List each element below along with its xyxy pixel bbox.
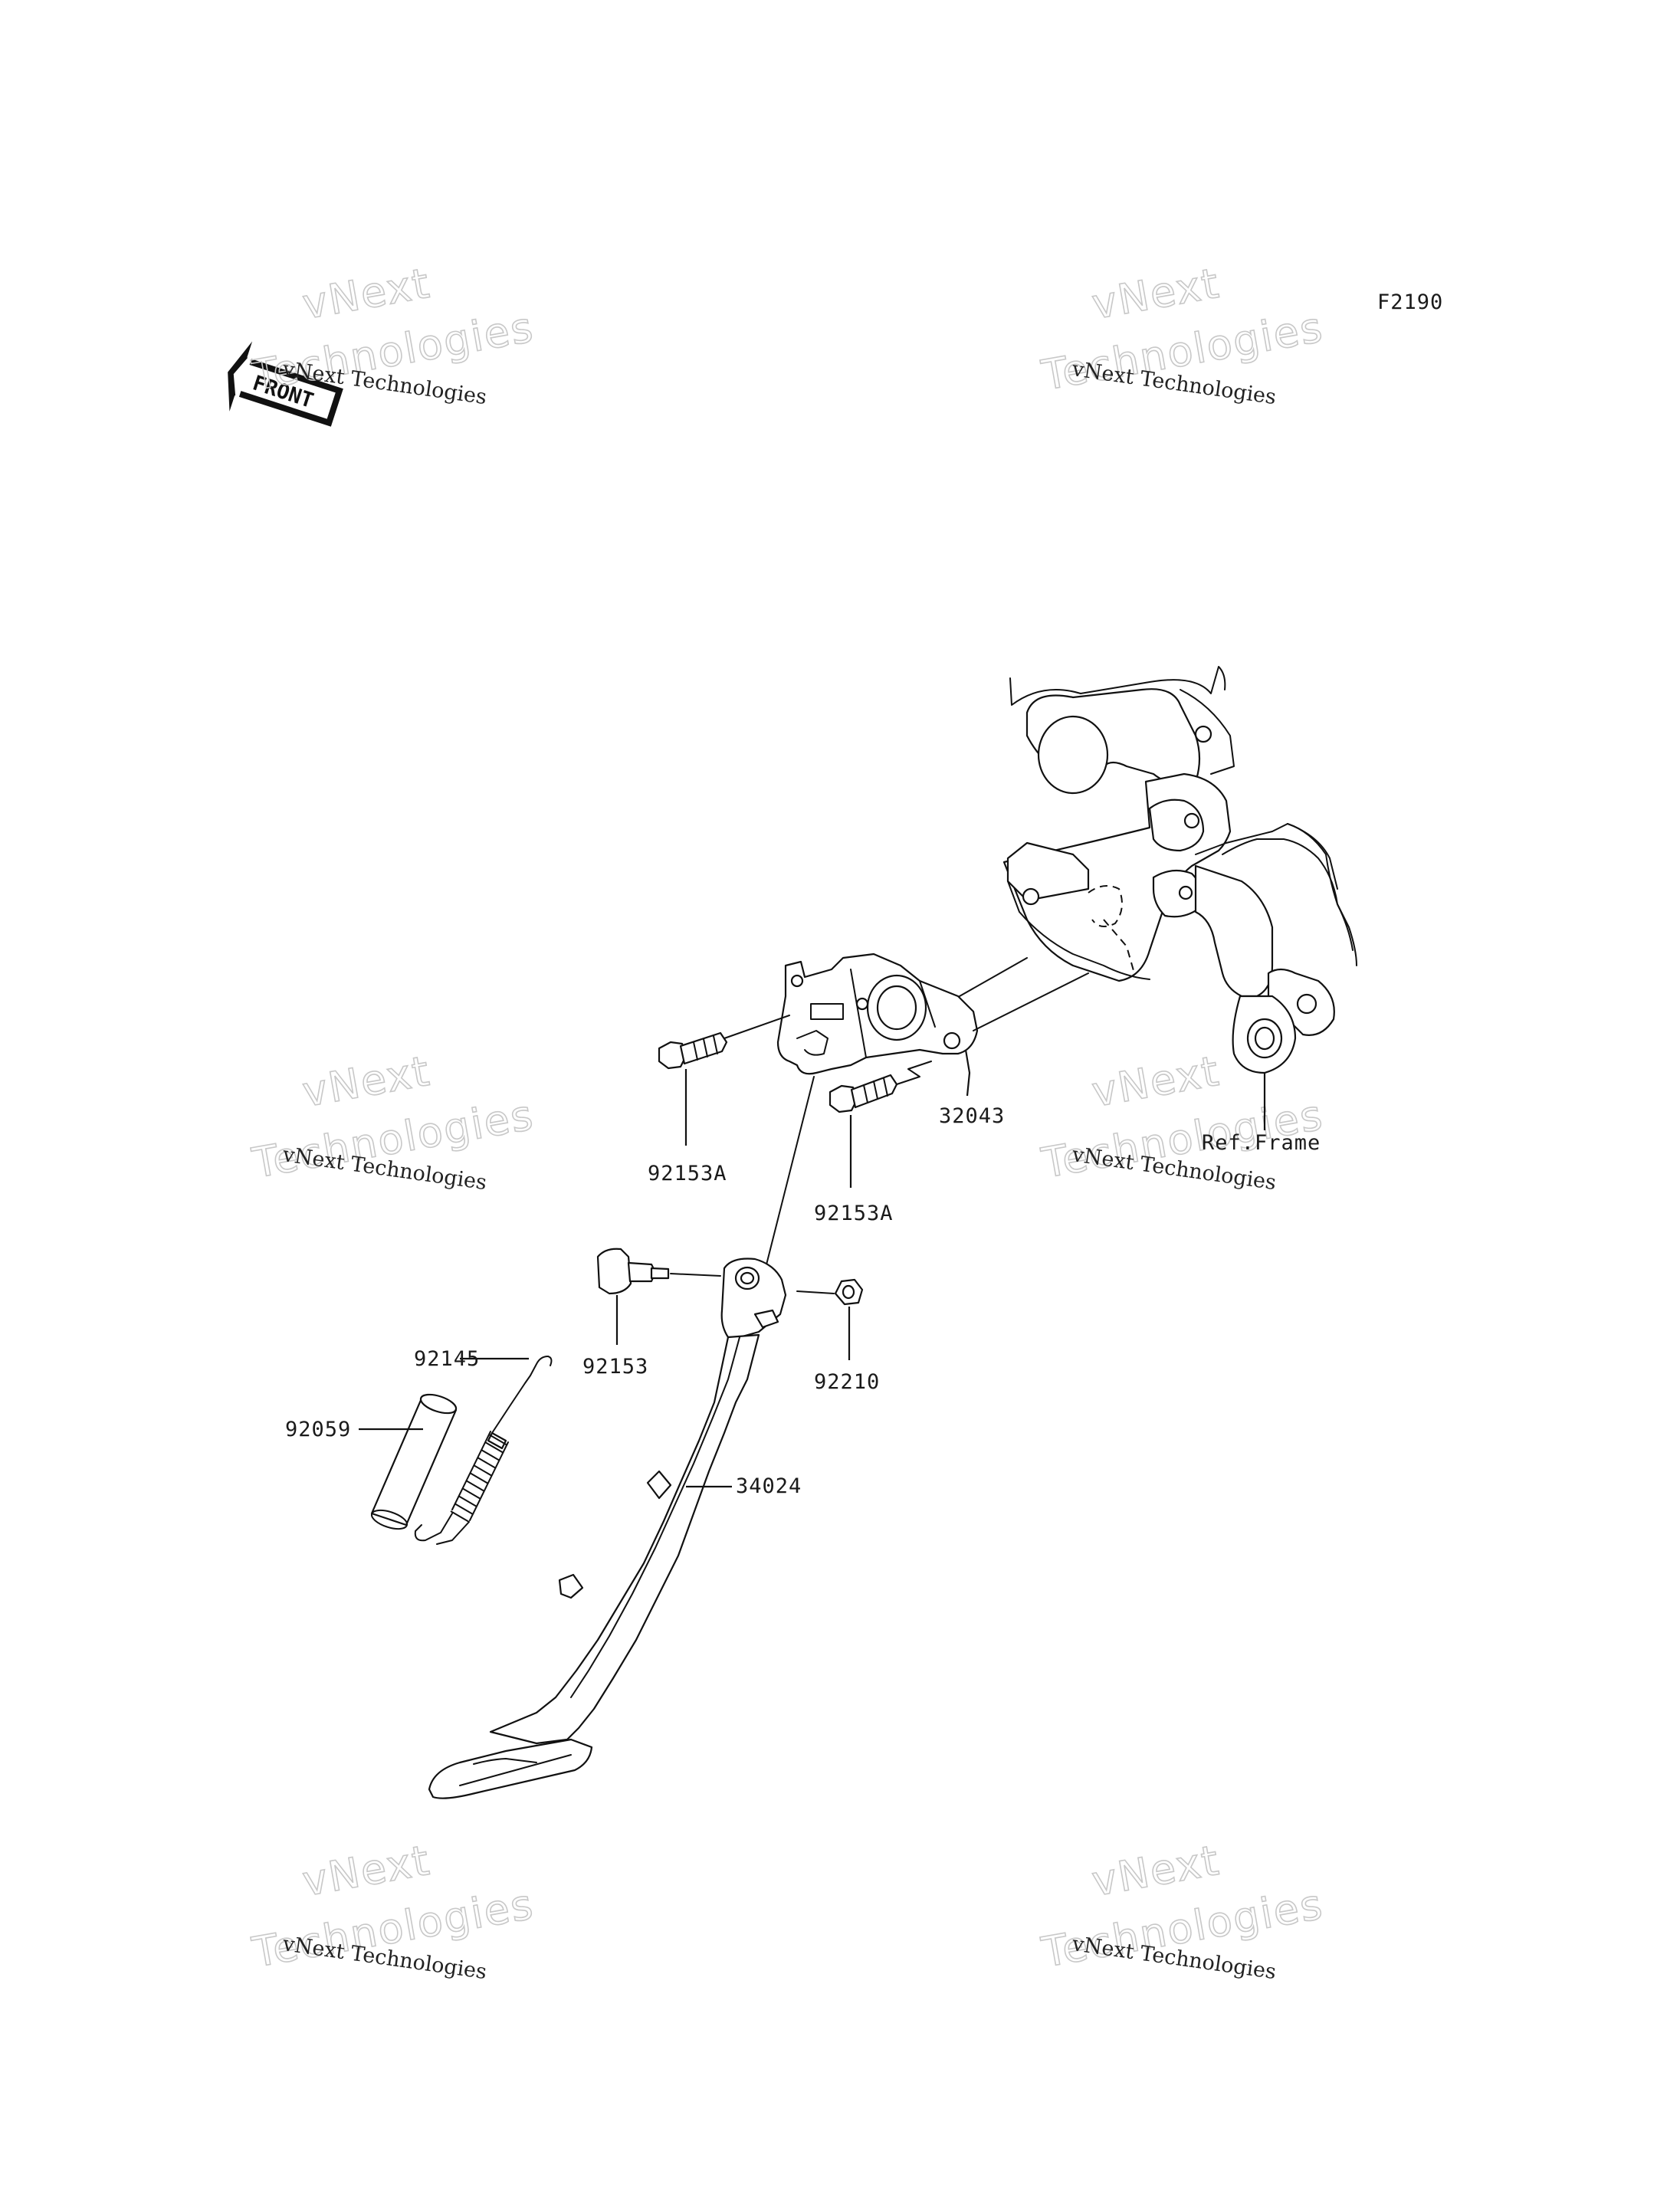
label-92153a-right: 92153A <box>814 1202 894 1225</box>
spring-92145[interactable] <box>414 1356 553 1545</box>
frame-illustration <box>1002 666 1357 1074</box>
label-34024: 34024 <box>736 1474 802 1498</box>
svg-text:vNext: vNext <box>1088 259 1223 329</box>
diagram-code: F2190 <box>1377 290 1443 314</box>
sleeve-92059[interactable] <box>369 1391 458 1533</box>
nut-92210[interactable] <box>834 1278 864 1306</box>
label-92145: 92145 <box>414 1347 480 1371</box>
label-32043: 32043 <box>939 1104 1005 1128</box>
bolt-92153a-left[interactable] <box>658 1031 728 1070</box>
bracket-32043[interactable] <box>776 953 979 1075</box>
side-stand-34024[interactable] <box>428 1258 787 1799</box>
svg-text:vNext: vNext <box>1088 1047 1223 1117</box>
pivot-bolt-92153[interactable] <box>596 1248 670 1295</box>
svg-text:vNext: vNext <box>299 1836 434 1906</box>
svg-text:vNext: vNext <box>299 259 434 329</box>
label-ref-frame: Ref.Frame <box>1202 1131 1321 1155</box>
label-92153a-left: 92153A <box>648 1162 727 1185</box>
label-92059: 92059 <box>285 1418 351 1441</box>
label-92210: 92210 <box>814 1370 880 1394</box>
svg-text:vNext: vNext <box>1088 1836 1223 1906</box>
bolt-92153a-right[interactable] <box>829 1074 898 1113</box>
svg-text:vNext: vNext <box>299 1047 434 1117</box>
label-92153: 92153 <box>582 1355 648 1379</box>
